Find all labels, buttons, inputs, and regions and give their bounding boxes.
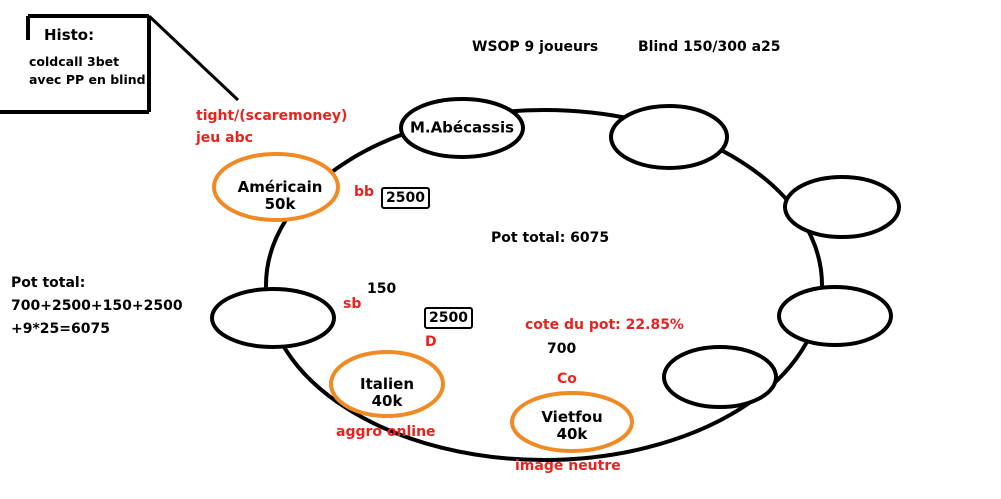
vietfou-name: Vietfou [541, 408, 603, 426]
italien-name: Italien [359, 375, 415, 393]
seat-empty-right-lower [777, 285, 893, 347]
americain-stack: 50k [264, 195, 296, 213]
bb-position-marker: bb [354, 184, 375, 200]
history-box-frame [0, 14, 151, 114]
pot-odds: cote du pot: 22.85% [525, 317, 684, 333]
history-pointer-line [147, 14, 240, 102]
vietfou-note: image neutre [515, 458, 621, 474]
americain-label: Américain 50k [238, 179, 323, 213]
game-title: WSOP 9 joueurs [472, 39, 599, 55]
pot-breakdown-line-2: +9*25=6075 [11, 321, 110, 337]
co-position-marker: Co [557, 371, 577, 387]
seat-italien [329, 350, 445, 418]
history-line-1: coldcall 3bet [29, 54, 120, 69]
pot-total-center: Pot total: 6075 [491, 230, 610, 246]
seat-abecassis [399, 97, 525, 159]
pot-breakdown-title: Pot total: [11, 275, 86, 291]
seat-empty-left [210, 287, 336, 349]
italien-stack: 40k [371, 392, 403, 410]
history-line-2: avec PP en blind [29, 72, 146, 87]
pot-breakdown-line-1: 700+2500+150+2500 [11, 298, 183, 314]
history-title: Histo: [44, 26, 95, 44]
abecassis-label: M.Abécassis [409, 118, 515, 137]
seat-americain [212, 152, 340, 222]
americain-bet-box: 2500 [381, 187, 430, 209]
seat-empty-right-upper [783, 175, 901, 239]
sb-bet: 150 [367, 281, 397, 297]
americain-note-1: tight/(scaremoney) [196, 108, 348, 124]
vietfou-stack: 40k [556, 425, 588, 443]
seat-empty-bottom-right [662, 345, 778, 409]
americain-note-2: jeu abc [196, 130, 253, 146]
italien-bet-box: 2500 [424, 307, 473, 329]
seat-empty-top-right [609, 104, 729, 170]
vietfou-bet: 700 [547, 341, 577, 357]
vietfou-label: Vietfou 40k [541, 409, 602, 443]
blind-level: Blind 150/300 a25 [638, 39, 781, 55]
seat-vietfou [510, 391, 634, 453]
abecassis-name: M.Abécassis [409, 118, 515, 137]
dealer-position-marker: D [425, 334, 437, 350]
americain-name: Américain [237, 178, 323, 196]
italien-label: Italien 40k [360, 376, 414, 410]
italien-note: aggro online [336, 424, 436, 440]
sb-position-marker: sb [343, 296, 362, 312]
poker-table-outline [264, 108, 824, 462]
